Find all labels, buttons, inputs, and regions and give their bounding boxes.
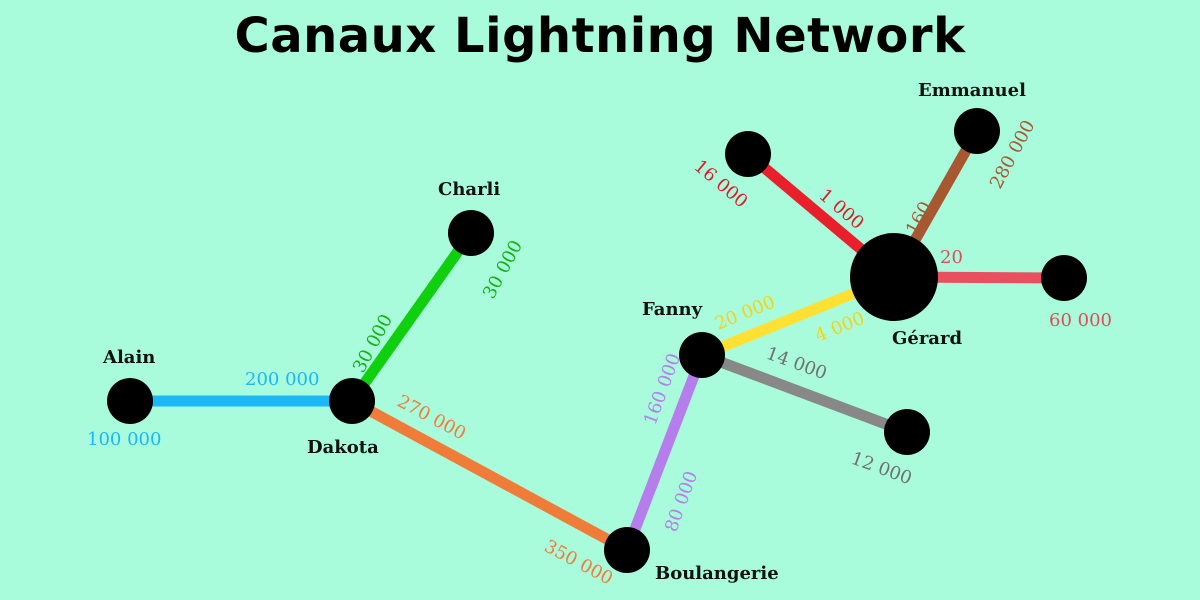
node-unnamed-red (725, 131, 771, 177)
amount-n60000-side: 60 000 (1049, 310, 1112, 331)
amount-alain-side: 100 000 (87, 429, 161, 450)
label-alain: Alain (102, 347, 155, 368)
channel-dakota-boulangerie (346, 395, 633, 556)
node-gerard (850, 233, 938, 321)
amount-gerard-side-pink: 20 (940, 247, 963, 268)
node-emmanuel (954, 108, 1000, 154)
label-emmanuel: Emmanuel (918, 80, 1026, 101)
label-fanny: Fanny (642, 299, 703, 320)
label-dakota: Dakota (307, 437, 379, 458)
amount-boulangerie-side-purple: 80 000 (661, 468, 702, 534)
amount-dakota-side-orange: 270 000 (394, 391, 470, 444)
node-charli (448, 210, 494, 256)
channel-boulangerie-fanny (621, 349, 708, 556)
node-alain (107, 378, 153, 424)
node-dakota (329, 378, 375, 424)
amount-dakota-side-blue: 200 000 (245, 369, 319, 390)
diagram-title: Canaux Lightning Network (234, 8, 966, 64)
label-charli: Charli (438, 179, 500, 200)
node-unnamed-gray (884, 409, 930, 455)
amount-gerard-side-yellow: 4 000 (812, 308, 868, 347)
node-unnamed-pink (1041, 255, 1087, 301)
channel-fanny-n12000 (696, 349, 913, 438)
node-fanny (679, 332, 725, 378)
channel-dakota-charli (346, 227, 477, 407)
node-boulangerie (604, 527, 650, 573)
label-gerard: Gérard (892, 328, 962, 349)
label-boulangerie: Boulangerie (655, 563, 779, 584)
